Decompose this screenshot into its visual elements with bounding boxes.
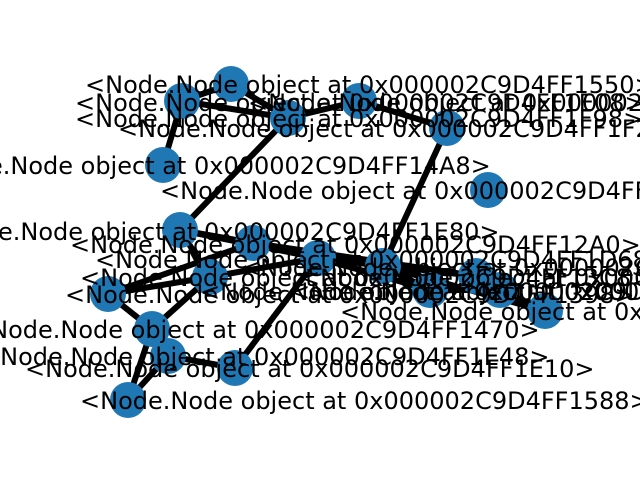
graph-edge [380,126,450,268]
graph-node [164,83,200,119]
graph-node [235,225,271,261]
graph-node [110,382,146,418]
graph-node [365,248,401,284]
graph-edge [107,240,254,297]
graph-node [90,276,126,312]
graph-node [270,100,306,136]
node-label: <Node.Node object at 0x000002C9D4FF1550> [85,71,640,99]
node-layer [90,66,563,418]
label-layer: <Node.Node object at 0x000002C9D4FF1550>… [0,71,640,415]
node-label: <Node.Node object at 0x000002C9D4FF1398> [65,281,635,309]
node-label: <Node.Node object at 0x000002C9D4FF1E10> [25,355,595,383]
node-label: <Node.Node object at 0x000002C9D4FF1C50> [240,254,640,282]
node-label: <Node.Node object at 0x000002C9D4FF1D68> [95,246,640,274]
graph-node [527,293,563,329]
node-label: <Node.Node object at 0x000002C9D4FF1E08> [75,89,640,117]
node-label: <Node.Node object at 0x000002C9D4FF1470> [0,316,540,344]
graph-node [482,272,518,308]
graph-node [300,240,336,276]
graph-node [217,350,253,386]
graph-node [192,259,228,295]
graph-node [470,172,506,208]
graph-node [162,212,198,248]
node-label: <Node.Node object at 0x000002C9D4FF1E80> [0,218,500,246]
graph-edge [177,115,291,233]
node-label: <Node.Node object at 0x000002C9D4FF1B38> [160,177,640,205]
graph-node [412,272,448,308]
graph-node [145,147,181,183]
node-label: <Node.Node object at 0x000002C9D4FF1B00> [340,298,640,326]
graph-node [134,311,170,347]
graph-edge [232,256,321,370]
graph-node [150,338,186,374]
node-label: <Node.Node object at 0x000002C9D4FF1E48> [0,343,550,371]
node-label: <Node.Node object at 0x000002C9D4FF12A0> [70,231,640,259]
node-label: <Node.Node object at 0x000002C9D4FF14A8> [0,152,491,180]
node-label: <Node.Node object at 0x000002C9D4FF1CF0> [290,278,640,306]
node-label: <Node.Node object at 0x000002C9D4FF1A90> [248,89,640,117]
graph-node [429,110,465,146]
node-label: <Node.Node object at 0x000002C9D4FF1588> [80,387,640,415]
node-label: <Node.Node object at 0x000002C9D4FF1D20> [300,264,640,292]
node-label: <Node.Node object at 0x000002C9D4FF1F28> [118,115,640,143]
graph-edge [209,255,319,280]
graph-node [213,66,249,102]
node-label: <Node.Node object at 0x000002C9D4FF13C8> [80,264,640,292]
graph-node [341,83,377,119]
node-label: <Node.Node object at 0x000002C9D4FF1C18> [200,278,640,306]
node-label: <Node.Node object at 0x000002C9D4FF1F98> [75,105,640,133]
